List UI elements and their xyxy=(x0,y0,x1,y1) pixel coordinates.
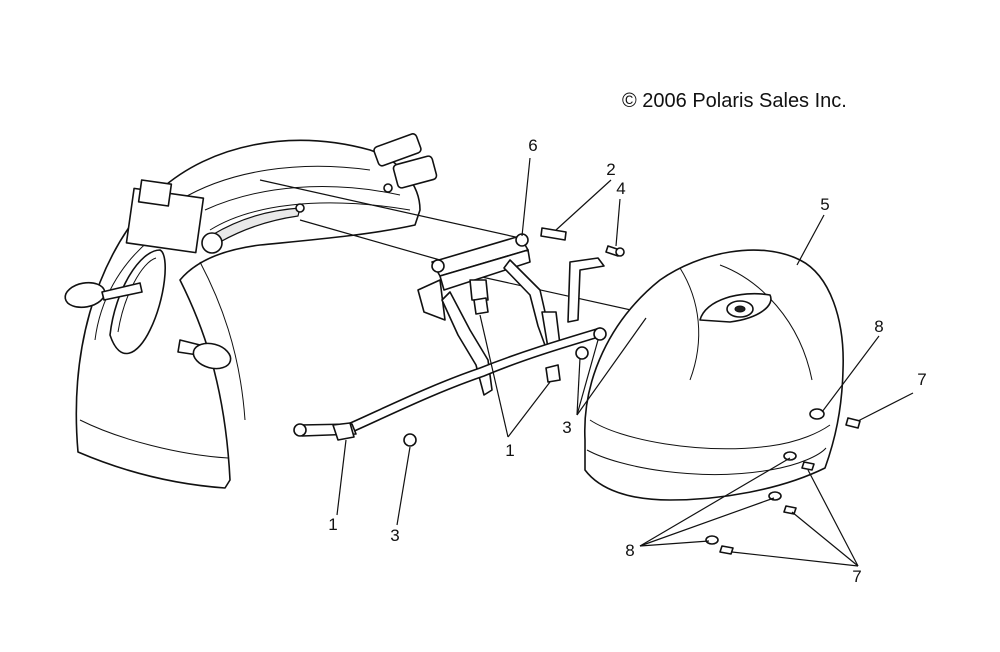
callout-1-center: 1 xyxy=(505,441,514,460)
copyright-text: © 2006 Polaris Sales Inc. xyxy=(622,90,847,112)
leader-lines xyxy=(336,157,914,567)
callout-8-top: 8 xyxy=(874,317,883,336)
callout-6: 6 xyxy=(528,136,537,155)
rear-fender xyxy=(75,133,438,489)
callout-7-bottom: 7 xyxy=(852,567,861,586)
turn-signal-left xyxy=(64,281,143,309)
screws xyxy=(719,417,861,555)
callout-3-left: 3 xyxy=(390,526,399,545)
callout-1-left: 1 xyxy=(328,515,337,534)
mounting-bracket xyxy=(293,233,605,437)
callout-4: 4 xyxy=(616,179,625,198)
bolt xyxy=(605,245,625,257)
turn-signal-right xyxy=(177,339,232,370)
callout-5: 5 xyxy=(820,195,829,214)
callout-8-bottom: 8 xyxy=(625,541,634,560)
pin xyxy=(540,227,567,241)
callout-3-center: 3 xyxy=(562,418,571,437)
washers xyxy=(705,408,825,545)
callout-7-top: 7 xyxy=(917,370,926,389)
callout-2: 2 xyxy=(606,160,615,179)
saddlebag xyxy=(584,249,844,501)
clips xyxy=(332,297,561,441)
